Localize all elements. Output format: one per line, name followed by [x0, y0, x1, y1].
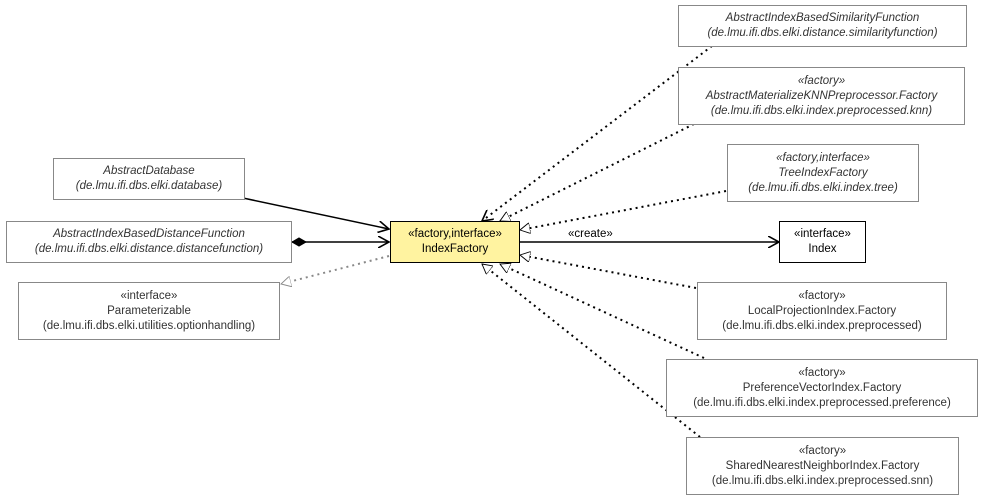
- index-factory-box[interactable]: «factory,interface» IndexFactory: [390, 221, 520, 263]
- edge-database-association: [242, 197, 389, 229]
- class-name: Parameterizable: [107, 304, 191, 317]
- class-name: Index: [808, 243, 837, 255]
- class-name: SharedNearestNeighborIndex.Factory: [725, 459, 920, 472]
- parameterizable-box[interactable]: «interface» Parameterizable (de.lmu.ifi.…: [18, 282, 280, 340]
- package-name: (de.lmu.ifi.dbs.elki.index.preprocessed.…: [710, 104, 933, 117]
- stereotype: «factory»: [797, 74, 846, 87]
- abstract-database-box[interactable]: AbstractDatabase (de.lmu.ifi.dbs.elki.da…: [53, 158, 245, 200]
- preference-vector-index-factory-box[interactable]: «factory» PreferenceVectorIndex.Factory …: [666, 359, 978, 417]
- index-box[interactable]: «interface» Index: [779, 221, 866, 263]
- edge-tree-realization: [520, 190, 727, 230]
- edge-snn-realization: [482, 263, 701, 438]
- edge-knn-realization: [500, 123, 695, 221]
- package-name: (de.lmu.ifi.dbs.elki.index.tree): [748, 181, 898, 194]
- package-name: (de.lmu.ifi.dbs.elki.index.preprocessed.…: [693, 396, 951, 409]
- shared-nearest-neighbor-index-factory-box[interactable]: «factory» SharedNearestNeighborIndex.Fac…: [686, 437, 959, 495]
- stereotype: «factory,interface»: [408, 228, 502, 240]
- class-name: TreeIndexFactory: [778, 166, 868, 179]
- edge-local-projection-realization: [520, 255, 697, 289]
- class-name: AbstractIndexBasedDistanceFunction: [53, 228, 245, 240]
- edge-preference-realization: [500, 264, 705, 359]
- local-projection-index-factory-box[interactable]: «factory» LocalProjectionIndex.Factory (…: [697, 282, 947, 340]
- tree-index-factory-box[interactable]: «factory,interface» TreeIndexFactory (de…: [727, 144, 919, 202]
- stereotype: «factory,interface»: [776, 151, 870, 164]
- stereotype: «factory»: [798, 366, 846, 379]
- package-name: (de.lmu.ifi.dbs.elki.distance.similarity…: [707, 27, 938, 39]
- class-name: AbstractMaterializeKNNPreprocessor.Facto…: [705, 89, 938, 102]
- class-name: AbstractIndexBasedSimilarityFunction: [725, 12, 920, 24]
- stereotype: «factory»: [798, 289, 846, 302]
- class-name: AbstractDatabase: [103, 165, 195, 177]
- package-name: (de.lmu.ifi.dbs.elki.index.preprocessed): [722, 319, 922, 332]
- abstract-index-based-similarity-function-box[interactable]: AbstractIndexBasedSimilarityFunction (de…: [678, 5, 967, 47]
- create-label: «create»: [568, 228, 613, 240]
- stereotype: «factory»: [798, 444, 847, 457]
- package-name: (de.lmu.ifi.dbs.elki.distance.distancefu…: [34, 243, 264, 255]
- edge-similarity-dependency: [482, 45, 713, 221]
- package-name: (de.lmu.ifi.dbs.elki.index.preprocessed.…: [711, 474, 934, 487]
- package-name: (de.lmu.ifi.dbs.elki.utilities.optionhan…: [42, 319, 256, 332]
- stereotype: «interface»: [794, 228, 851, 240]
- stereotype: «interface»: [120, 289, 178, 302]
- class-name: LocalProjectionIndex.Factory: [747, 304, 897, 317]
- abstract-materialize-knn-preprocessor-factory-box[interactable]: «factory» AbstractMaterializeKNNPreproce…: [678, 67, 965, 125]
- class-name: PreferenceVectorIndex.Factory: [742, 381, 902, 394]
- class-name: IndexFactory: [421, 243, 489, 255]
- abstract-index-based-distance-function-box[interactable]: AbstractIndexBasedDistanceFunction (de.l…: [6, 221, 292, 263]
- package-name: (de.lmu.ifi.dbs.elki.database): [75, 180, 223, 192]
- edge-parameterizable-realization: [281, 255, 390, 284]
